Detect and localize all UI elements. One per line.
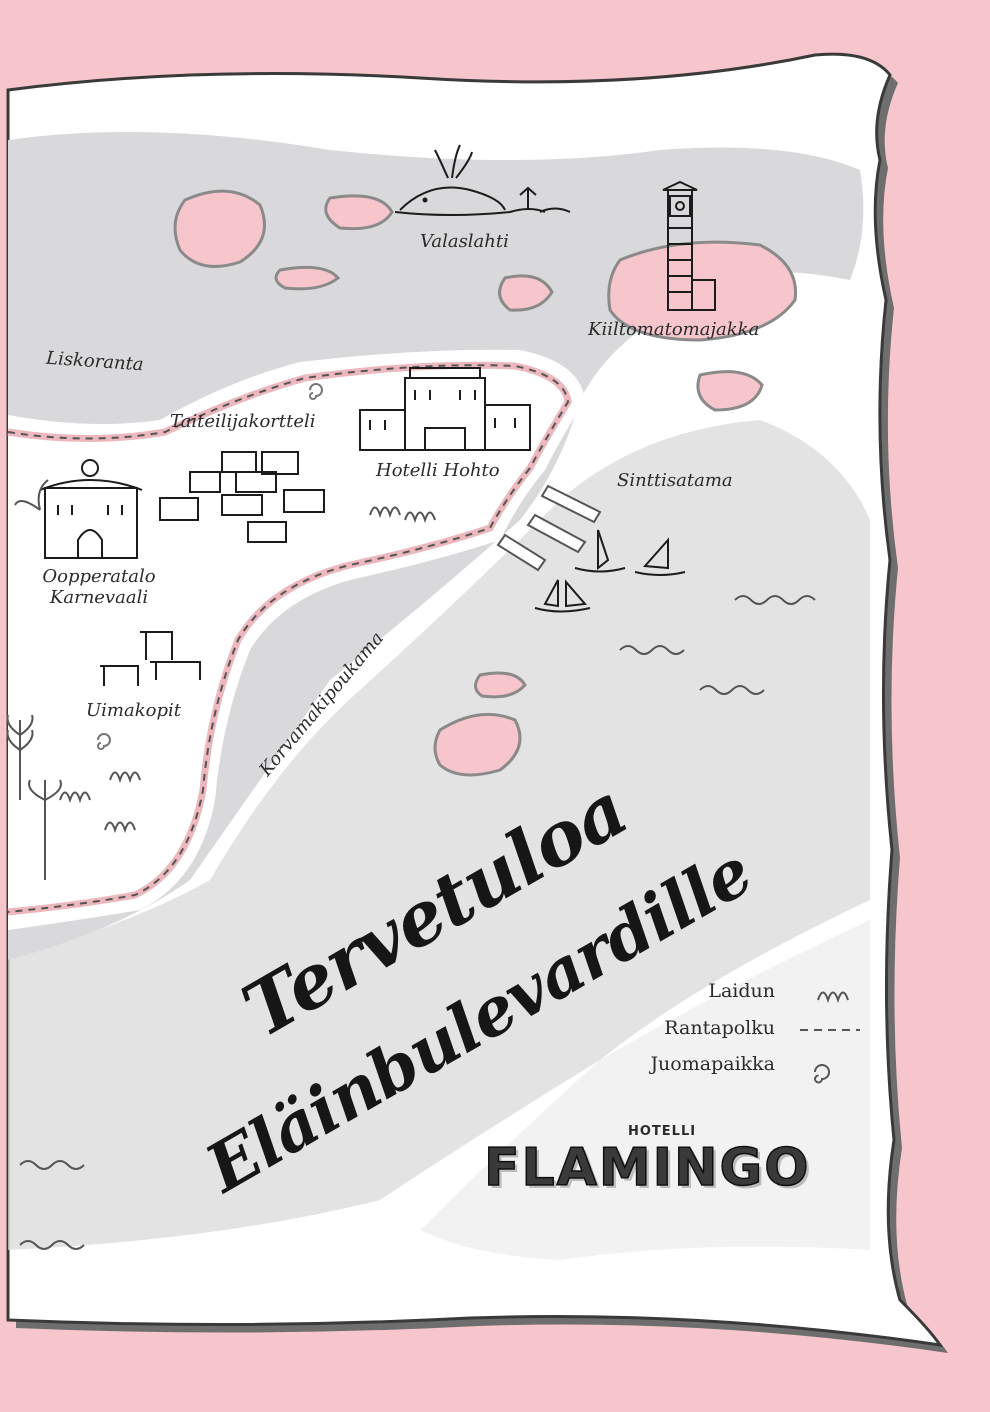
land-peninsula (8, 349, 585, 930)
sailboats-icon (534, 529, 686, 613)
island (173, 189, 266, 268)
hotel-hohto-icon (359, 367, 531, 451)
label-taiteilijakortteli: Taiteilijakortteli (170, 411, 316, 432)
piers (496, 484, 602, 572)
brand-flamingo-logo: FLAMINGO (483, 1137, 811, 1199)
grass-tuft-icon (817, 991, 849, 1004)
island (607, 240, 798, 342)
wave-marks (19, 595, 816, 1250)
beach-cabins-icon (100, 631, 201, 686)
label-uimakopit: Uimakopit (86, 700, 181, 721)
label-hotelli-hohto: Hotelli Hohto (376, 460, 500, 481)
legend-rantapolku: Rantapolku (664, 1017, 775, 1039)
brand-hotelli: HOTELLI (628, 1124, 697, 1139)
island (696, 370, 764, 412)
label-sinttisatama: Sinttisatama (617, 470, 733, 491)
island (433, 712, 522, 777)
artist-quarter-icon (159, 451, 325, 543)
island (324, 194, 394, 231)
legend-laidun: Laidun (708, 980, 775, 1002)
plants-icon (6, 479, 62, 880)
island (274, 265, 341, 291)
shore-path (7, 361, 572, 916)
islands (173, 189, 798, 777)
opera-house-icon (39, 459, 143, 559)
island (474, 671, 527, 699)
legend-juomapaikka: Juomapaikka (650, 1053, 775, 1075)
spiral-icon (814, 1064, 830, 1084)
label-oopperatalo: Oopperatalo Karnevaali (42, 566, 156, 608)
legend-icons (800, 991, 860, 1084)
lighthouse-icon (662, 180, 716, 311)
spiral-icon (97, 383, 323, 750)
label-valaslahti: Valaslahti (420, 231, 509, 252)
label-kiiltomatomajakka: Kiiltomatomajakka (588, 319, 760, 340)
whale-icon (394, 144, 571, 216)
grass-tuft-icon (59, 506, 436, 834)
island (498, 274, 554, 312)
